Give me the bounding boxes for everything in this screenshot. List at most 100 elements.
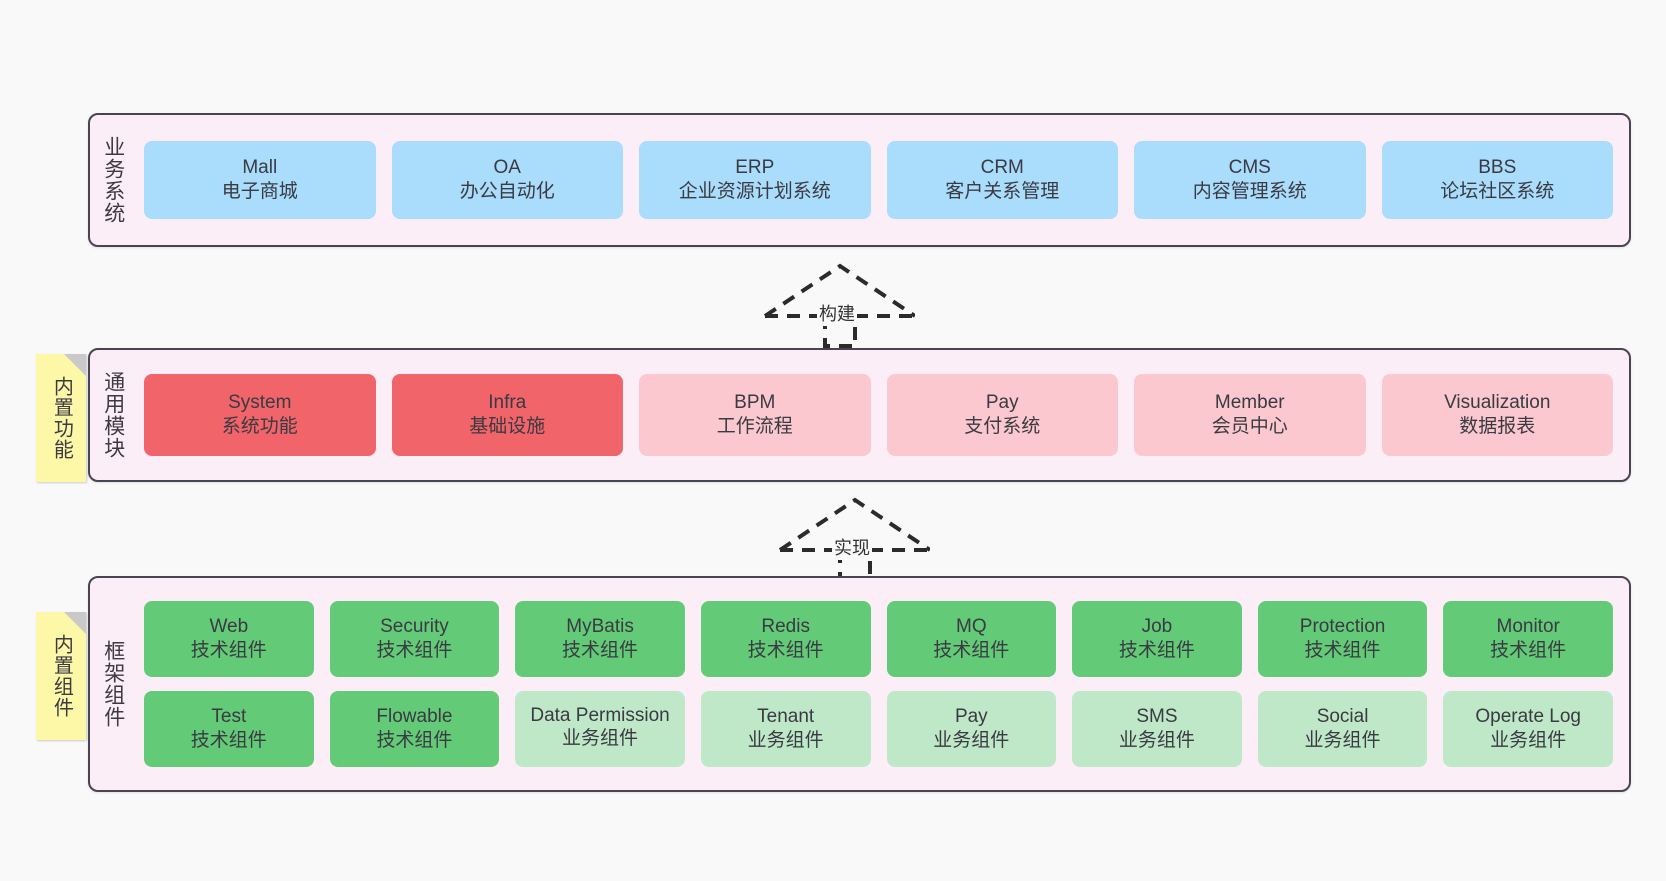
card-title: Flowable [376, 705, 453, 727]
card-title: Mall [242, 156, 278, 178]
card-title: MQ [956, 615, 987, 637]
card-title: Security [380, 615, 449, 637]
card-title: Job [1141, 615, 1173, 637]
card-title: BBS [1478, 156, 1517, 178]
card-crm[interactable]: CRM 客户关系管理 [886, 141, 1118, 219]
card-subtitle: 技术组件 [376, 640, 453, 661]
card-security[interactable]: Security 技术组件 [329, 601, 500, 677]
framework-tech-row: Web 技术组件 Security 技术组件 MyBatis 技术组件 Redi… [144, 601, 1613, 677]
card-title: Data Permission [530, 705, 670, 727]
connector-implement-arrow-icon [778, 497, 932, 582]
layer-common-module: 通用模块 System 系统功能 Infra 基础设施 BPM 工作流程 Pay… [88, 348, 1631, 482]
card-title: Redis [761, 615, 810, 637]
card-pay-component[interactable]: Pay 业务组件 [886, 691, 1057, 767]
card-system[interactable]: System 系统功能 [144, 374, 376, 456]
card-title: Pay [954, 705, 988, 727]
card-mybatis[interactable]: MyBatis 技术组件 [515, 601, 685, 677]
card-subtitle: 工作流程 [716, 416, 793, 437]
card-title: BPM [734, 391, 776, 413]
card-sms[interactable]: SMS 业务组件 [1072, 691, 1242, 767]
note-fold-icon [64, 354, 86, 376]
card-subtitle: 技术组件 [1304, 640, 1381, 661]
card-subtitle: 技术组件 [376, 730, 453, 751]
note-builtin-component: 内置组件 [36, 612, 86, 740]
card-subtitle: 技术组件 [1118, 640, 1195, 661]
card-title: Member [1214, 391, 1285, 413]
card-title: Social [1316, 705, 1369, 727]
card-tenant[interactable]: Tenant 业务组件 [700, 691, 871, 767]
card-oa[interactable]: OA 办公自动化 [391, 141, 623, 219]
card-operate-log[interactable]: Operate Log 业务组件 [1443, 691, 1613, 767]
card-title: Web [209, 615, 249, 637]
card-bpm[interactable]: BPM 工作流程 [639, 374, 871, 456]
card-title: SMS [1136, 705, 1178, 727]
layer-body-business-system: Mall 电子商城 OA 办公自动化 ERP 企业资源计划系统 CRM 客户关系… [136, 115, 1629, 245]
card-title: System [228, 391, 292, 413]
layer-framework-component: 框架组件 Web 技术组件 Security 技术组件 MyBatis 技术组件… [88, 576, 1631, 792]
card-title: MyBatis [566, 615, 634, 637]
card-bbs[interactable]: BBS 论坛社区系统 [1381, 141, 1613, 219]
card-subtitle: 系统功能 [221, 416, 298, 437]
card-subtitle: 业务组件 [933, 730, 1010, 751]
card-title: CMS [1228, 156, 1271, 178]
card-subtitle: 技术组件 [562, 640, 639, 661]
card-job[interactable]: Job 技术组件 [1072, 601, 1242, 677]
card-subtitle: 技术组件 [190, 640, 267, 661]
note-fold-icon [64, 612, 86, 634]
card-subtitle: 会员中心 [1211, 416, 1288, 437]
card-title: Infra [488, 391, 527, 413]
card-infra[interactable]: Infra 基础设施 [391, 374, 623, 456]
card-flowable[interactable]: Flowable 技术组件 [329, 691, 500, 767]
card-title: Protection [1299, 615, 1386, 637]
card-subtitle: 业务组件 [1118, 730, 1195, 751]
card-social[interactable]: Social 业务组件 [1257, 691, 1428, 767]
card-title: Tenant [757, 705, 815, 727]
connector-implement: 实现 [770, 492, 932, 584]
card-title: Pay [985, 391, 1019, 413]
card-monitor[interactable]: Monitor 技术组件 [1443, 601, 1613, 677]
card-subtitle: 企业资源计划系统 [678, 181, 831, 202]
card-protection[interactable]: Protection 技术组件 [1257, 601, 1428, 677]
note-label: 内置功能 [50, 376, 73, 460]
connector-build-label: 构建 [817, 304, 857, 326]
connector-build: 构建 [755, 258, 917, 350]
layer-title-common-module: 通用模块 [101, 371, 125, 459]
layer-business-system: 业务系统 Mall 电子商城 OA 办公自动化 ERP 企业资源计划系统 CRM… [88, 113, 1631, 247]
card-title: Operate Log [1475, 705, 1581, 727]
card-data-permission[interactable]: Data Permission 业务组件 [515, 691, 685, 767]
card-mq[interactable]: MQ 技术组件 [886, 601, 1057, 677]
card-title: Test [211, 705, 247, 727]
card-subtitle: 论坛社区系统 [1440, 181, 1555, 202]
card-web[interactable]: Web 技术组件 [144, 601, 314, 677]
card-subtitle: 技术组件 [747, 640, 824, 661]
card-title: Monitor [1496, 615, 1560, 637]
card-subtitle: 技术组件 [1490, 640, 1567, 661]
card-member[interactable]: Member 会员中心 [1134, 374, 1366, 456]
card-subtitle: 业务组件 [562, 728, 639, 750]
card-visualization[interactable]: Visualization 数据报表 [1381, 374, 1613, 456]
note-builtin-function: 内置功能 [36, 354, 86, 482]
card-mall[interactable]: Mall 电子商城 [144, 141, 376, 219]
card-title: CRM [980, 156, 1024, 178]
card-subtitle: 内容管理系统 [1192, 181, 1307, 202]
card-cms[interactable]: CMS 内容管理系统 [1134, 141, 1366, 219]
card-test[interactable]: Test 技术组件 [144, 691, 314, 767]
framework-business-row: Test 技术组件 Flowable 技术组件 Data Permission … [144, 691, 1613, 767]
connector-implement-label: 实现 [832, 538, 872, 560]
card-erp[interactable]: ERP 企业资源计划系统 [639, 141, 871, 219]
card-subtitle: 业务组件 [1490, 730, 1567, 751]
card-title: ERP [735, 156, 775, 178]
layer-title-business-system: 业务系统 [101, 136, 125, 224]
card-subtitle: 技术组件 [933, 640, 1010, 661]
card-subtitle: 基础设施 [469, 416, 546, 437]
card-subtitle: 技术组件 [190, 730, 267, 751]
card-subtitle: 电子商城 [221, 181, 298, 202]
card-pay-module[interactable]: Pay 支付系统 [886, 374, 1118, 456]
card-subtitle: 办公自动化 [459, 181, 555, 202]
layer-title-framework-component: 框架组件 [101, 640, 125, 728]
card-redis[interactable]: Redis 技术组件 [700, 601, 871, 677]
note-label: 内置组件 [50, 634, 73, 718]
card-subtitle: 支付系统 [964, 416, 1041, 437]
card-title: Visualization [1444, 391, 1551, 413]
card-title: OA [493, 156, 521, 178]
